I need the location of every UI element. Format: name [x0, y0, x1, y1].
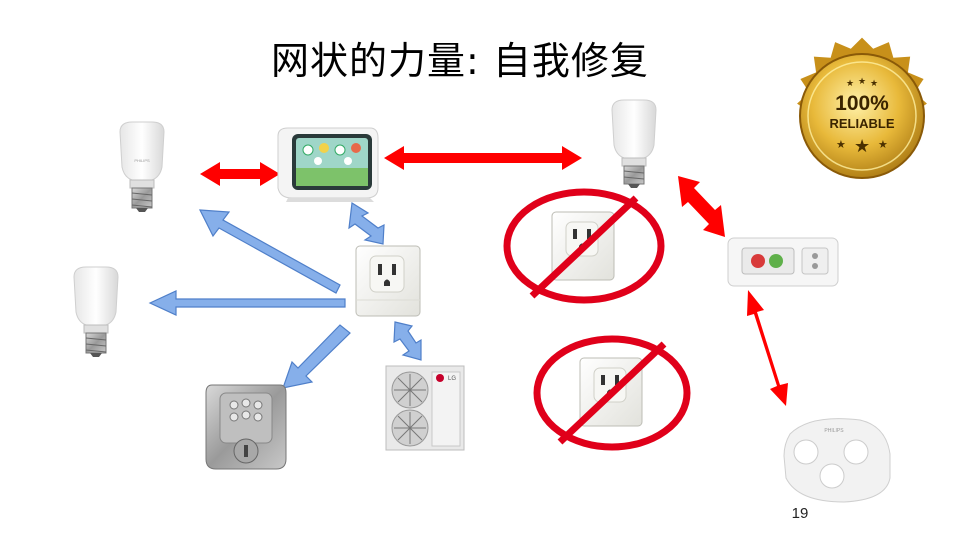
arrow-display-plug: [348, 201, 385, 245]
arrow-display-bulb3: [384, 146, 582, 170]
prohibited-sign-icon: [533, 335, 691, 451]
prohibited-sign-icon: [503, 188, 665, 304]
failed-plug-2: [533, 335, 691, 451]
badge-top-text: 100%: [835, 92, 889, 115]
red-arrows: [200, 146, 788, 406]
badge-bottom-text: RELIABLE: [830, 116, 895, 131]
arrow-plug-lock: [282, 324, 351, 389]
svg-text:★: ★: [858, 77, 866, 87]
reliable-badge-icon: ★ ★ ★ 100% RELIABLE ★ ★ ★: [797, 37, 927, 179]
svg-text:★: ★: [870, 79, 878, 89]
failed-plug-1: [503, 188, 665, 304]
arrow-bulb1-display: [200, 162, 280, 186]
light-bulb-icon: [73, 266, 119, 357]
arrow-bulb3-thermostat: [678, 176, 725, 237]
page-number: 19: [791, 505, 809, 522]
arrow-plug-hvac: [393, 321, 422, 361]
arrow-plug-bulb1: [198, 209, 341, 294]
hvac-unit-icon: LG: [385, 365, 465, 451]
thermostat-icon: [727, 237, 839, 287]
slide-title: 网状的力量: 自我修复: [271, 39, 649, 83]
light-bulb-icon: [611, 99, 657, 188]
smart-display-icon: [277, 127, 379, 202]
bulb-brand-label: PHILIPS: [134, 158, 150, 163]
remote-brand-label: PHILIPS: [824, 428, 844, 434]
svg-text:★: ★: [854, 136, 870, 157]
hvac-brand-label: LG: [448, 376, 456, 382]
arrow-thermostat-remote: [747, 290, 788, 406]
svg-text:★: ★: [846, 79, 854, 89]
door-lock-icon: [205, 384, 287, 470]
smart-plug-icon: [355, 245, 421, 317]
light-bulb-icon: PHILIPS: [119, 121, 165, 212]
svg-text:★: ★: [836, 138, 846, 151]
blue-arrows: [148, 201, 422, 389]
remote-control-icon: PHILIPS: [783, 418, 891, 503]
arrow-plug-bulb2: [148, 290, 346, 316]
svg-text:★: ★: [878, 138, 888, 151]
